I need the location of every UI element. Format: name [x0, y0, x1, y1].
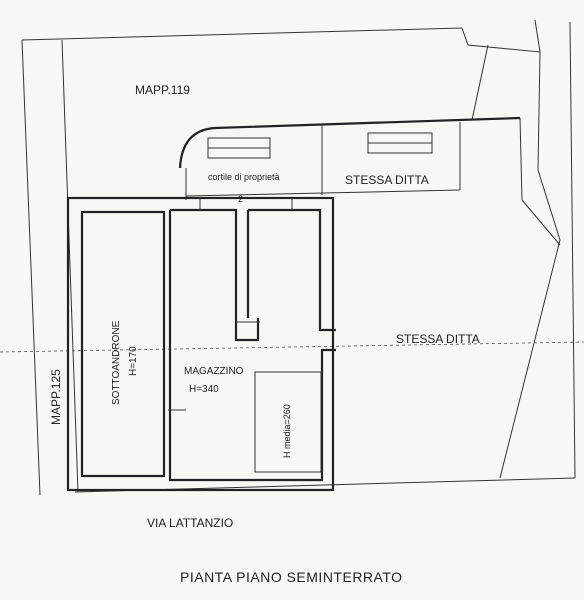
label-h-media: H media=260 [282, 404, 292, 458]
label-cortile: cortile di proprietà [208, 172, 280, 182]
label-mapp-125: MAPP.125 [49, 369, 63, 425]
label-mapp-119: MAPP.119 [135, 83, 190, 97]
plan-title: PIANTA PIANO SEMINTERRATO [180, 569, 403, 585]
label-street: VIA LATTANZIO [147, 516, 233, 530]
label-sottoandrone-height: H=170 [128, 346, 139, 376]
label-stessa-ditta-top: STESSA DITTA [345, 173, 429, 187]
label-magazzino-height: H=340 [189, 384, 219, 395]
courtyard-block [178, 116, 521, 200]
label-cortile-number: 2 [238, 194, 243, 204]
building-footprint [66, 196, 336, 492]
label-magazzino: MAGAZZINO [184, 366, 244, 377]
label-sottoandrone: SOTTOANDRONE [111, 320, 122, 405]
label-stessa-ditta-right: STESSA DITTA [396, 332, 480, 346]
